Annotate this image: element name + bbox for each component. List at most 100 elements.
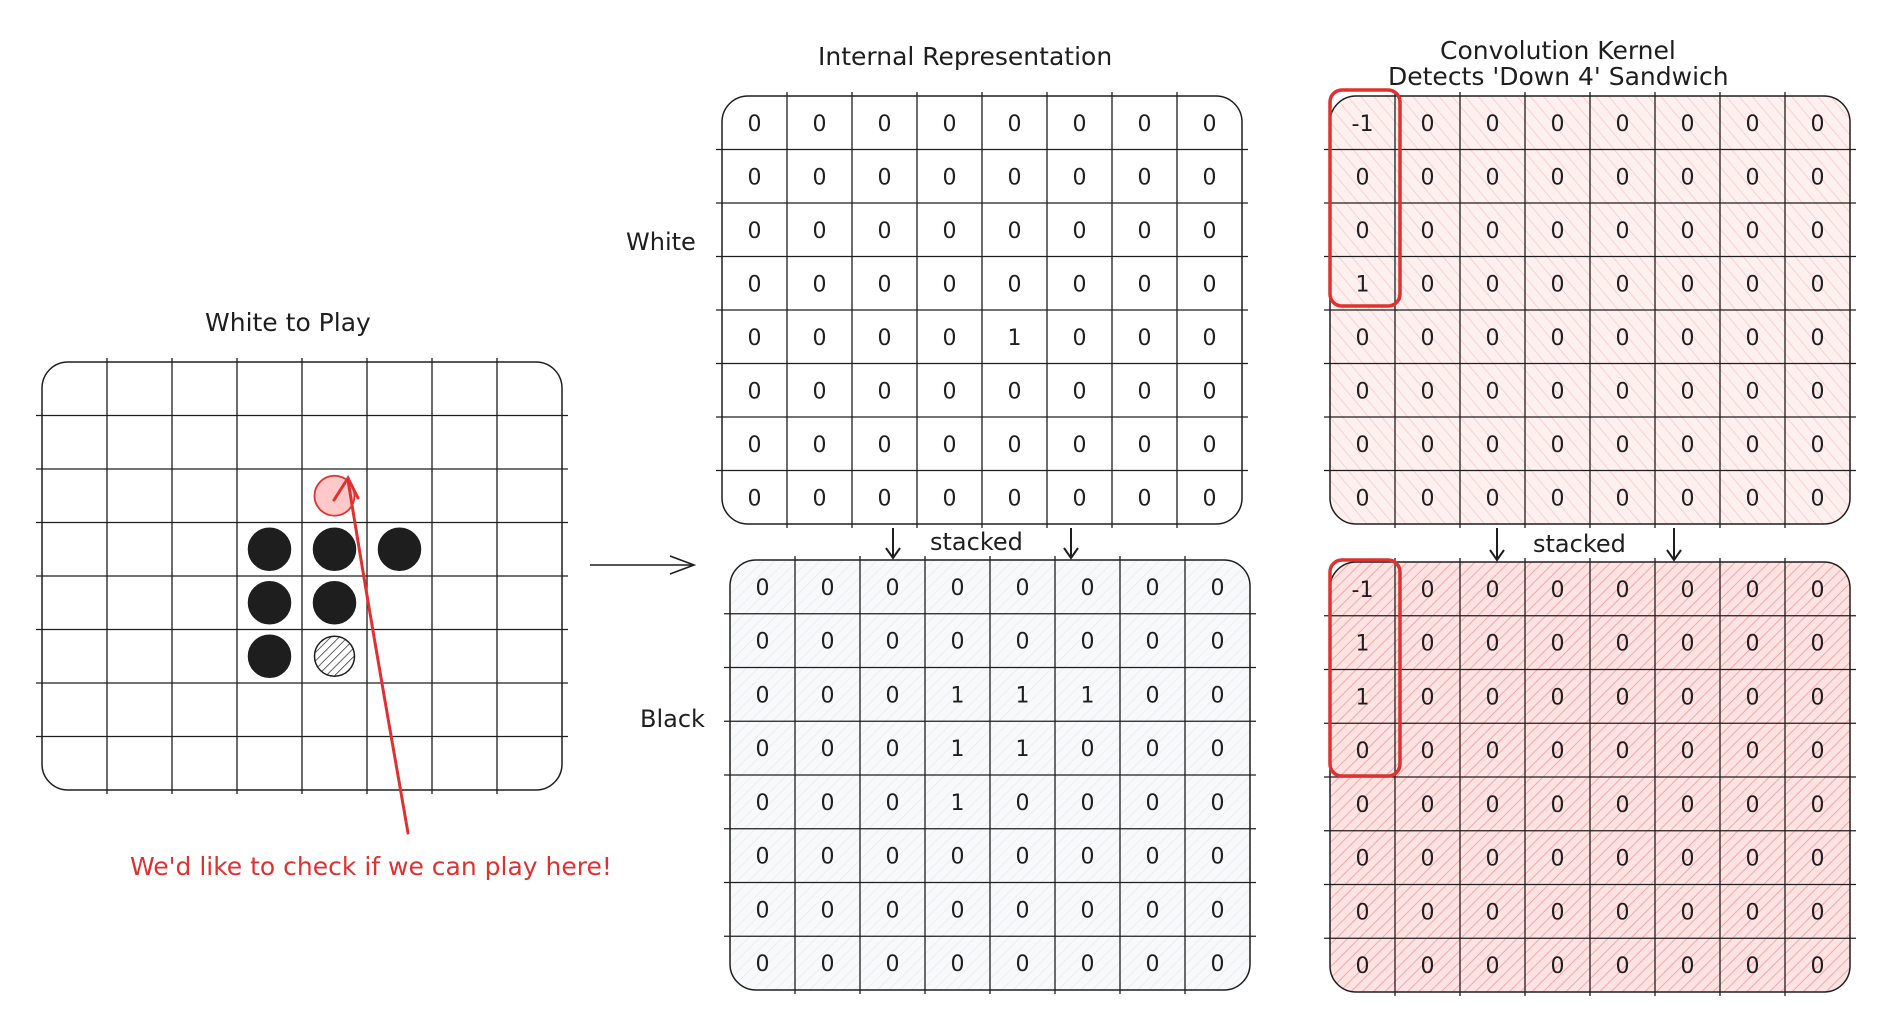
matrix-cell-value: 0 — [1616, 847, 1630, 872]
matrix-cell-value: 0 — [1616, 219, 1630, 244]
matrix-cell-value: 0 — [1146, 952, 1160, 977]
matrix-cell-value: 0 — [1746, 379, 1760, 404]
kernel-stacked-arrows — [1489, 528, 1682, 562]
matrix-cell-value: 0 — [1811, 578, 1825, 603]
kernel-bottom-highlight — [1328, 558, 1402, 778]
matrix-cell-value: 0 — [1211, 845, 1225, 870]
matrix-cell-value: 0 — [748, 326, 762, 351]
matrix-cell-value: 0 — [1421, 165, 1435, 190]
matrix-cell-value: 0 — [1073, 272, 1087, 297]
matrix-cell-value: 1 — [1356, 272, 1370, 297]
matrix-cell-value: 0 — [1016, 845, 1030, 870]
matrix-cell-value: 1 — [1008, 326, 1022, 351]
matrix-cell-value: 0 — [1811, 112, 1825, 137]
matrix-cell-value: 0 — [951, 630, 965, 655]
matrix-cell-value: 0 — [1356, 739, 1370, 764]
matrix-cell-value: 0 — [1811, 272, 1825, 297]
matrix-cell-value: 0 — [1681, 954, 1695, 979]
matrix-cell-value: 0 — [1746, 685, 1760, 710]
matrix-cell-value: 0 — [1008, 486, 1022, 511]
matrix-cell-value: 0 — [886, 683, 900, 708]
matrix-cell-value: 0 — [943, 165, 957, 190]
matrix-cell-value: 0 — [1616, 272, 1630, 297]
matrix-cell-value: 0 — [1551, 165, 1565, 190]
matrix-cell-value: 0 — [1421, 112, 1435, 137]
matrix-cell-value: 0 — [943, 326, 957, 351]
matrix-cell-value: 0 — [1203, 379, 1217, 404]
matrix-cell-value: 0 — [1008, 165, 1022, 190]
matrix-cell-value: 0 — [1016, 630, 1030, 655]
matrix-cell-value: 0 — [1486, 578, 1500, 603]
matrix-cell-value: 0 — [1203, 272, 1217, 297]
matrix-cell-value: 0 — [886, 630, 900, 655]
matrix-cell-value: 0 — [1681, 326, 1695, 351]
matrix-cell-value: -1 — [1352, 112, 1374, 137]
matrix-cell-value: 0 — [821, 845, 835, 870]
matrix-cell-value: 0 — [943, 433, 957, 458]
matrix-cell-value: 0 — [1551, 739, 1565, 764]
matrix-cell-value: 0 — [748, 112, 762, 137]
matrix-cell-value: 0 — [813, 379, 827, 404]
black-plane-label: Black — [640, 705, 705, 733]
matrix-cell-value: 1 — [951, 737, 965, 762]
matrix-cell-value: 0 — [1356, 900, 1370, 925]
matrix-cell-value: 0 — [813, 165, 827, 190]
matrix-cell-value: 0 — [951, 952, 965, 977]
matrix-cell-value: 0 — [1551, 112, 1565, 137]
kernel-title-line2: Detects 'Down 4' Sandwich — [1388, 62, 1729, 91]
matrix-cell-value: 0 — [821, 737, 835, 762]
hatched-stone — [313, 635, 356, 677]
matrix-cell-value: 0 — [748, 219, 762, 244]
matrix-cell-value: 1 — [1016, 683, 1030, 708]
matrix-cell-value: 0 — [1616, 793, 1630, 818]
matrix-cell-value: 0 — [1551, 326, 1565, 351]
matrix-cell-value: 0 — [951, 576, 965, 601]
matrix-cell-value: 1 — [951, 791, 965, 816]
matrix-cell-value: 0 — [748, 486, 762, 511]
matrix-cell-value: 0 — [1746, 326, 1760, 351]
matrix-cell-value: 0 — [1681, 433, 1695, 458]
matrix-cell-value: 0 — [1211, 576, 1225, 601]
matrix-cell-value: 0 — [1746, 272, 1760, 297]
matrix-cell-value: 0 — [1811, 793, 1825, 818]
matrix-cell-value: 0 — [1746, 847, 1760, 872]
matrix-cell-value: 0 — [1138, 433, 1152, 458]
matrix-cell-value: 0 — [748, 433, 762, 458]
matrix-cell-value: 0 — [951, 845, 965, 870]
matrix-cell-value: 0 — [756, 791, 770, 816]
matrix-cell-value: 0 — [1146, 898, 1160, 923]
matrix-cell-value: 0 — [1551, 379, 1565, 404]
matrix-cell-value: 0 — [1746, 900, 1760, 925]
matrix-cell-value: 0 — [1016, 898, 1030, 923]
matrix-cell-value: 0 — [1356, 165, 1370, 190]
matrix-cell-value: 0 — [1203, 219, 1217, 244]
matrix-cell-value: 0 — [1616, 165, 1630, 190]
matrix-cell-value: 0 — [1081, 791, 1095, 816]
matrix-cell-value: -1 — [1352, 578, 1374, 603]
matrix-cell-value: 0 — [886, 737, 900, 762]
matrix-cell-value: 0 — [1746, 632, 1760, 657]
matrix-cell-value: 0 — [1811, 326, 1825, 351]
matrix-cell-value: 0 — [1551, 632, 1565, 657]
matrix-cell-value: 0 — [1203, 165, 1217, 190]
matrix-cell-value: 0 — [1681, 685, 1695, 710]
matrix-cell-value: 0 — [1681, 112, 1695, 137]
matrix-cell-value: 0 — [1811, 847, 1825, 872]
white-plane-label: White — [626, 228, 696, 256]
board-title: White to Play — [205, 308, 371, 337]
matrix-cell-value: 0 — [1356, 954, 1370, 979]
matrix-cell-value: 0 — [1203, 112, 1217, 137]
matrix-cell-value: 0 — [1486, 165, 1500, 190]
matrix-cell-value: 0 — [1486, 433, 1500, 458]
matrix-cell-value: 0 — [1616, 954, 1630, 979]
matrix-cell-value: 0 — [886, 845, 900, 870]
matrix-cell-value: 0 — [1616, 433, 1630, 458]
matrix-cell-value: 0 — [1146, 845, 1160, 870]
matrix-cell-value: 0 — [1616, 326, 1630, 351]
matrix-cell-value: 0 — [1486, 379, 1500, 404]
matrix-cell-value: 0 — [1421, 739, 1435, 764]
matrix-cell-value: 0 — [1746, 433, 1760, 458]
